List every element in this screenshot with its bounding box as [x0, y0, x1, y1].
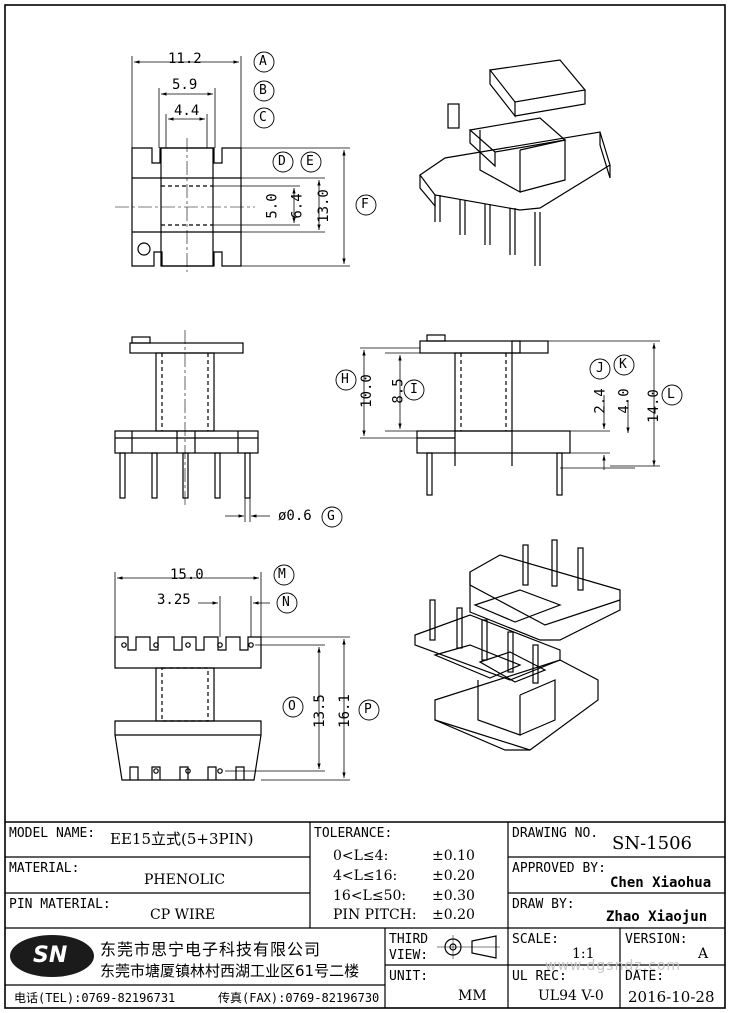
callout-circles	[253, 51, 683, 721]
material-label: MATERIAL:	[9, 861, 80, 876]
iso-view-bottom	[414, 539, 621, 751]
watermark: www.dgsndz.com	[545, 958, 682, 974]
dim-p: 16.1	[336, 694, 353, 728]
model-name-value: EE15立式(5+3PIN)	[110, 830, 254, 848]
company-logo-badge	[10, 935, 94, 977]
dim-j: 2.4	[592, 388, 609, 414]
dim-m: 15.0	[170, 567, 204, 583]
dim-l: 14.0	[645, 389, 662, 423]
tolerance-value-1: ±0.10	[432, 848, 475, 864]
model-name-label: MODEL NAME:	[9, 826, 96, 841]
callout-g: G	[327, 509, 335, 524]
draw-by-value: Zhao Xiaojun	[606, 909, 708, 925]
date-value: 2016-10-28	[628, 988, 715, 1006]
dim-o: 13.5	[311, 694, 328, 728]
callout-i: I	[410, 382, 418, 397]
tolerance-range-4: PIN PITCH:	[333, 907, 417, 923]
top-view	[115, 56, 350, 272]
title-block-lines	[5, 821, 725, 1008]
callout-o: O	[288, 699, 296, 714]
company-fax: 传真(FAX):0769-82196730	[218, 991, 380, 1005]
callout-m: M	[278, 567, 286, 582]
company-address: 东莞市塘厦镇林村西湖工业区61号二楼	[100, 962, 360, 980]
dim-h: 10.0	[358, 374, 375, 408]
pin-material-label: PIN MATERIAL:	[9, 897, 111, 912]
dim-k: 4.0	[616, 388, 633, 414]
dim-b: 5.9	[172, 77, 198, 93]
company-tel: 电话(TEL):0769-82196731	[14, 991, 176, 1005]
approved-by-value: Chen Xiaohua	[610, 875, 712, 891]
third-view-label-2: VIEW:	[389, 948, 429, 963]
third-view-label-1: THIRD	[389, 932, 429, 947]
callout-b: B	[259, 83, 267, 98]
dim-n: 3.25	[157, 592, 191, 608]
callout-d: D	[278, 154, 286, 169]
drawing-no-label: DRAWING NO.	[512, 826, 599, 841]
pin-material-value: CP WIRE	[150, 907, 216, 923]
callout-p: P	[364, 702, 372, 717]
tolerance-label: TOLERANCE:	[314, 826, 393, 841]
version-label: VERSION:	[625, 932, 688, 947]
callout-j: J	[596, 361, 604, 376]
callout-e: E	[306, 154, 314, 169]
dim-e: 6.4	[289, 193, 306, 219]
dim-d: 5.0	[264, 193, 281, 219]
company-logo: SN	[33, 943, 68, 968]
version-value: A	[698, 946, 709, 962]
ul-rec-value: UL94 V-0	[538, 988, 604, 1004]
tolerance-range-2: 4<L≤16:	[333, 868, 398, 884]
callout-k: K	[619, 357, 627, 372]
callout-l: L	[667, 387, 675, 402]
tolerance-value-4: ±0.20	[432, 907, 475, 923]
callout-c: C	[259, 110, 267, 125]
front-view	[114, 330, 270, 522]
side-view	[360, 334, 660, 496]
drawing-no-value: SN-1506	[612, 833, 692, 854]
tolerance-value-3: ±0.30	[432, 888, 475, 904]
tolerance-range-3: 16<L≤50:	[333, 888, 407, 904]
bottom-view	[114, 572, 350, 781]
dim-g: ø0.6	[278, 508, 312, 524]
tolerance-value-2: ±0.20	[432, 868, 475, 884]
iso-view-top	[419, 59, 611, 266]
scale-value: 1:1	[572, 946, 595, 962]
draw-by-label: DRAW BY:	[512, 897, 575, 912]
unit-label: UNIT:	[389, 969, 429, 984]
dim-c: 4.4	[174, 103, 200, 119]
callout-f: F	[361, 197, 369, 212]
date-label: DATE:	[625, 969, 665, 984]
dim-i: 8.5	[390, 378, 407, 404]
material-value: PHENOLIC	[144, 872, 226, 888]
callout-h: H	[341, 372, 349, 387]
callout-a: A	[259, 54, 267, 69]
tolerance-range-1: 0<L≤4:	[333, 848, 389, 864]
dim-f: 13.0	[315, 189, 332, 223]
unit-value: MM	[458, 988, 487, 1004]
dim-a: 11.2	[168, 51, 202, 67]
company-name: 东莞市思宁电子科技有限公司	[100, 940, 322, 959]
callout-n: N	[282, 595, 290, 610]
sheet-border	[4, 4, 726, 1009]
scale-label: SCALE:	[512, 932, 559, 947]
ul-rec-label: UL REC:	[512, 969, 567, 984]
approved-by-label: APPROVED BY:	[512, 861, 606, 876]
